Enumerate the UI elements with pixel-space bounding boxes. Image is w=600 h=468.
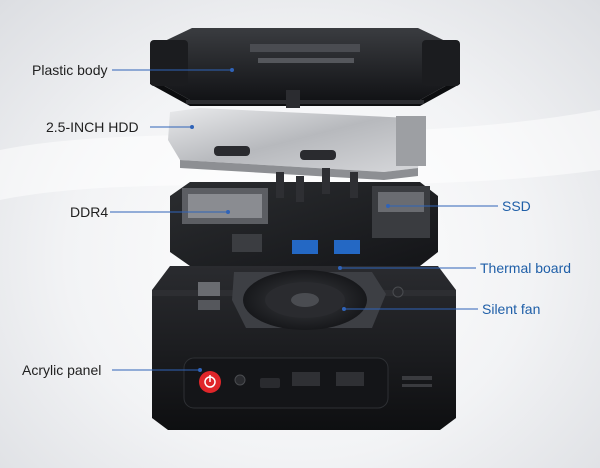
label-ddr4: DDR4 (70, 204, 109, 220)
top-lid (150, 28, 460, 108)
leader-dots (190, 68, 390, 372)
label-ssd: SSD (502, 198, 531, 214)
label-thermal-board: Thermal board (480, 260, 572, 276)
label-hdd: 2.5-INCH HDD (46, 119, 139, 135)
thermal-fan-assembly (232, 270, 386, 330)
label-acrylic-panel: Acrylic panel (22, 362, 102, 378)
motherboard (170, 168, 438, 266)
hdd-drive (168, 108, 426, 180)
label-silent-fan: Silent fan (482, 301, 541, 317)
label-plastic-body: Plastic body (32, 62, 108, 78)
leader-lines (110, 69, 498, 371)
